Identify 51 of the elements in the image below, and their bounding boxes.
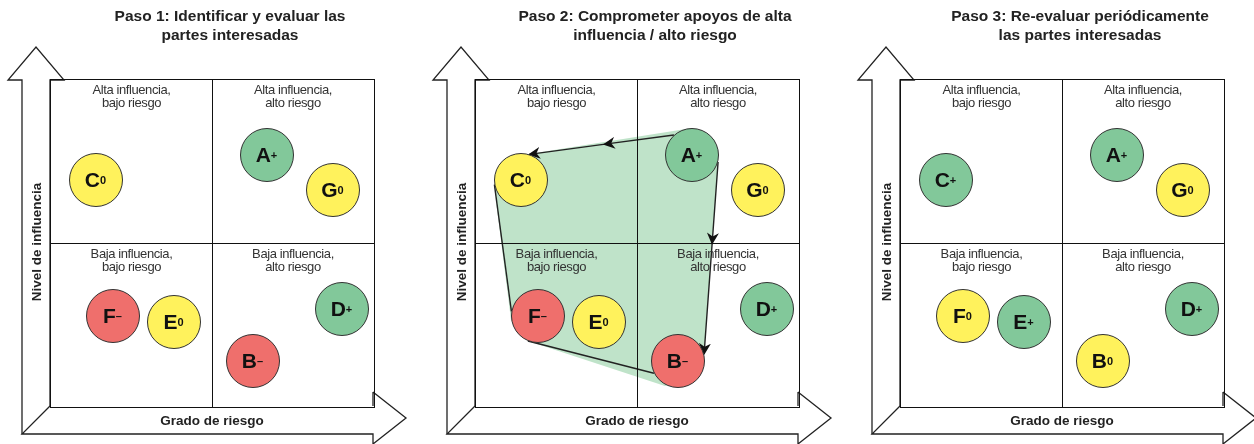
stakeholder-circle: G$^{0}$ <box>305 162 360 217</box>
stakeholder-circle: G$^{0}$ <box>1155 162 1210 217</box>
quadrant-label: Alta influencia, bajo riesgo <box>91 83 172 109</box>
axis-label: Nivel de influencia <box>28 182 44 302</box>
quadrant-label: Alta influencia, alto riesgo <box>1102 83 1184 109</box>
quadrant-label: Alta influencia, alto riesgo <box>677 83 759 109</box>
stakeholder-circle: A$^{+}$ <box>239 127 294 182</box>
matrix-quadrant <box>211 79 375 244</box>
stakeholder-circle: D$^{+}$ <box>314 281 369 336</box>
axis-label: Grado de riesgo <box>160 412 264 428</box>
arrow <box>528 134 675 159</box>
quadrant-label: Baja influencia, alto riesgo <box>251 246 335 273</box>
quadrant-label: Baja influencia, bajo riesgo <box>514 246 599 273</box>
quadrant-label: Alta influencia, bajo riesgo <box>941 83 1022 109</box>
matrix-quadrant <box>636 242 800 408</box>
quadrant-label: Baja influencia, alto riesgo <box>1101 246 1185 273</box>
axis-label: Grado de riesgo <box>585 412 689 428</box>
stakeholder-circle: B$^{–}$ <box>225 333 280 388</box>
stakeholder-circle: C$^{0}$ <box>68 152 123 207</box>
connector-line <box>493 184 513 312</box>
quadrant-label: Baja influencia, bajo riesgo <box>89 246 174 273</box>
matrix-quadrant <box>50 242 213 408</box>
axis-label: Grado de riesgo <box>1010 412 1114 428</box>
stakeholder-circle: E$^{0}$ <box>146 294 201 349</box>
stakeholder-circle: G$^{0}$ <box>730 162 785 217</box>
stakeholder-circle: D$^{+}$ <box>739 281 794 336</box>
panel-title: Paso 3: Re-evaluar periódicamente las partes interesadas <box>950 6 1210 44</box>
matrix-quadrant <box>50 79 213 244</box>
matrix-quadrant <box>1061 242 1225 408</box>
matrix-quadrant <box>900 79 1063 244</box>
stakeholder-circle: A$^{+}$ <box>1089 127 1144 182</box>
stakeholder-circle: E$^{+}$ <box>996 294 1051 349</box>
matrix-quadrant <box>475 79 638 244</box>
matrix-quadrant <box>900 242 1063 408</box>
stakeholder-circle: F$^{0}$ <box>935 288 990 343</box>
arrow <box>700 161 719 355</box>
matrix-quadrant <box>1061 79 1225 244</box>
quadrant-label: Alta influencia, bajo riesgo <box>516 83 597 109</box>
panel-title: Paso 2: Comprometer apoyos de alta influencia / alto riesgo <box>517 6 793 44</box>
stakeholder-circle: C$^{+}$ <box>918 152 973 207</box>
matrix-quadrant <box>211 242 375 408</box>
axis-label: Nivel de influencia <box>878 182 894 302</box>
stakeholder-circle: F$^{–}$ <box>85 288 140 343</box>
panel-title: Paso 1: Identificar y evaluar las partes interesadas <box>113 6 347 44</box>
quadrant-label: Alta influencia, alto riesgo <box>252 83 334 109</box>
matrix-quadrant <box>636 79 800 244</box>
matrix-quadrant <box>475 242 638 408</box>
quadrant-label: Baja influencia, bajo riesgo <box>939 246 1024 273</box>
stakeholder-circle: B$^{0}$ <box>1075 333 1130 388</box>
axis-label: Nivel de influencia <box>453 182 469 302</box>
stakeholder-circle: D$^{+}$ <box>1164 281 1219 336</box>
